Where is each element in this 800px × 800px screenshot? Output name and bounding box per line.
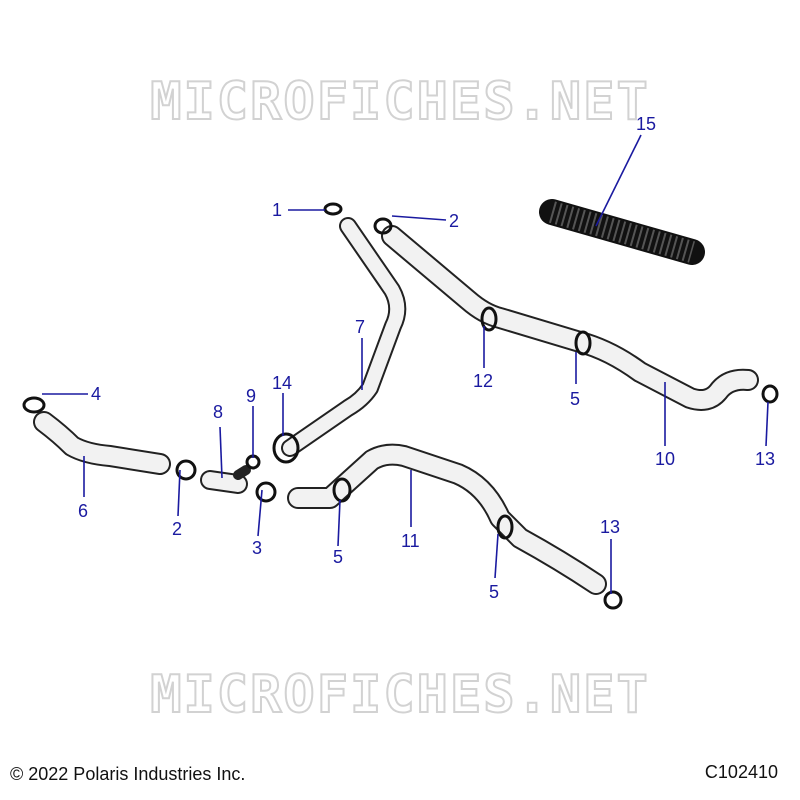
watermark-top: MICROFICHES.NET bbox=[149, 71, 650, 133]
part-13-clamp-right[interactable] bbox=[761, 384, 779, 404]
callout-5-mid: 5 bbox=[333, 547, 343, 567]
callout-5-upper: 5 bbox=[570, 389, 580, 409]
callout-11: 11 bbox=[401, 531, 420, 551]
part-14-bracket[interactable] bbox=[272, 432, 300, 464]
callout-12: 12 bbox=[473, 371, 493, 391]
part-2-clamp-left[interactable] bbox=[175, 459, 197, 481]
callout-2-top: 2 bbox=[449, 211, 459, 231]
callout-9: 9 bbox=[246, 386, 256, 406]
part-5-clamp-upper[interactable] bbox=[574, 330, 592, 356]
callout-15: 15 bbox=[636, 114, 656, 134]
part-12-clamp[interactable] bbox=[480, 306, 498, 332]
callout-13-right: 13 bbox=[755, 449, 775, 469]
part-7-hose[interactable] bbox=[281, 217, 407, 457]
callout-5-lower: 5 bbox=[489, 582, 499, 602]
leader-lines bbox=[42, 134, 769, 594]
callout-8: 8 bbox=[213, 402, 223, 422]
callout-1: 1 bbox=[272, 200, 282, 220]
callout-6: 6 bbox=[78, 501, 88, 521]
diagram-code: C102410 bbox=[704, 762, 778, 782]
callouts: 1 2 4 6 2 8 9 14 3 7 12 5 10 13 15 11 5 … bbox=[78, 114, 775, 602]
part-15-corrugated-sleeve[interactable] bbox=[539, 199, 705, 265]
part-13-clamp-bottom[interactable] bbox=[603, 590, 623, 610]
part-2-clamp-top[interactable] bbox=[373, 217, 393, 235]
watermark-bottom: MICROFICHES.NET bbox=[149, 664, 650, 726]
callout-10: 10 bbox=[655, 449, 675, 469]
part-5-clamp-lower[interactable] bbox=[496, 514, 514, 540]
callout-2-left: 2 bbox=[172, 519, 182, 539]
part-1-cap[interactable] bbox=[323, 202, 343, 216]
part-6-hose[interactable] bbox=[33, 411, 171, 475]
part-5-clamp-mid[interactable] bbox=[332, 477, 352, 503]
callout-14: 14 bbox=[272, 373, 292, 393]
part-11-hose[interactable] bbox=[287, 443, 607, 595]
part-10-hose[interactable] bbox=[381, 225, 759, 411]
callout-3: 3 bbox=[252, 538, 262, 558]
callout-13-bottom: 13 bbox=[600, 517, 620, 537]
callout-7: 7 bbox=[355, 317, 365, 337]
callout-4: 4 bbox=[91, 384, 101, 404]
copyright-text: © 2022 Polaris Industries Inc. bbox=[10, 764, 246, 784]
part-8-connector[interactable] bbox=[200, 465, 251, 494]
part-3-clamp[interactable] bbox=[255, 481, 277, 503]
part-4-clamp[interactable] bbox=[22, 396, 46, 414]
